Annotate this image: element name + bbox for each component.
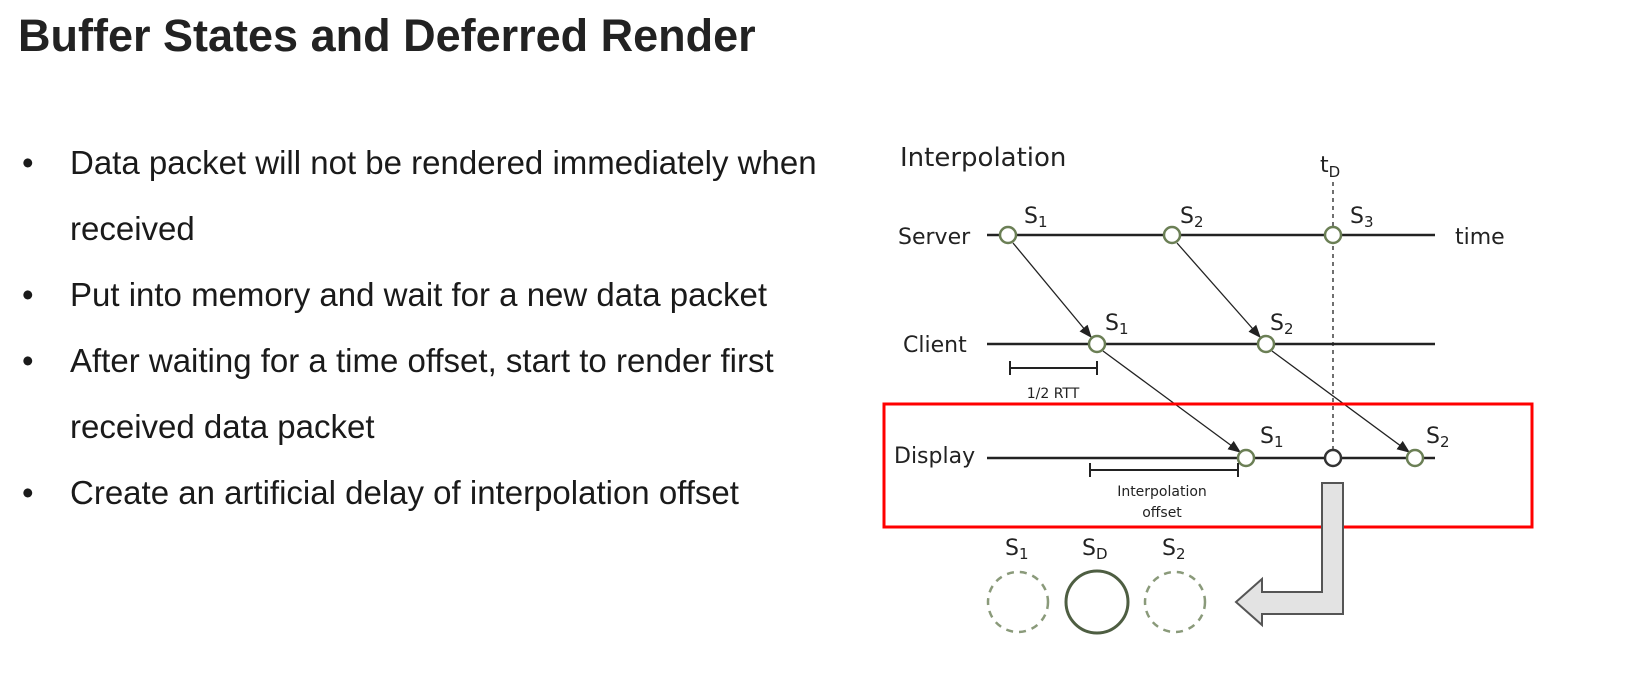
label-client-s2: S2 [1270,311,1294,338]
sd-circle [1064,569,1130,635]
client-node-s2 [1256,334,1276,354]
label-client-s1: S1 [1105,311,1129,338]
label-bottom-s1: S1 [1005,536,1029,563]
label-server-s2: S2 [1180,204,1204,231]
arrow-s1-server-client [1012,242,1092,339]
client-label: Client [903,333,967,358]
label-server-s1: S1 [1024,204,1048,231]
bullet-item: •Put into memory and wait for a new data… [22,276,768,313]
td-label: tD [1320,153,1340,181]
label-bottom-s2: S2 [1162,536,1186,563]
rtt-bracket [1009,361,1098,375]
display-node-s1 [1236,448,1256,468]
label-server-s3: S3 [1350,204,1374,231]
time-label: time [1455,225,1505,250]
slide-title: Buffer States and Deferred Render [18,10,756,61]
display-node-td [1323,448,1343,468]
display-label: Display [894,444,975,469]
arrow-s1-client-display [1102,350,1242,453]
l-shaped-arrow [1234,482,1344,628]
highlight-box [882,402,1534,529]
bullet-list: •Data packet will not be rendered immedi… [0,130,870,526]
offset-bracket [1089,463,1239,477]
server-label: Server [898,225,971,250]
label-bottom-sd: SD [1082,536,1108,563]
arrow-s2-client-display [1271,350,1411,453]
arrow-s2-server-client [1176,242,1261,338]
label-display-s2: S2 [1426,424,1450,451]
bullet-item: •Data packet will not be rendered immedi… [22,144,817,247]
diagram-title: Interpolation [900,143,1066,173]
offset-label-2: offset [1142,505,1182,521]
server-node-s1 [998,225,1018,245]
bullet-item: •Create an artificial delay of interpola… [22,474,739,511]
s2-dashed-circle [1143,570,1207,634]
bullet-item: •After waiting for a time offset, start … [22,342,774,445]
label-display-s1: S1 [1260,424,1284,451]
server-node-s3 [1323,225,1343,245]
display-node-s2 [1405,448,1425,468]
client-node-s1 [1087,334,1107,354]
server-node-s2 [1162,225,1182,245]
offset-label-1: Interpolation [1117,484,1207,500]
rtt-label: 1/2 RTT [1027,386,1080,402]
s1-dashed-circle [986,570,1050,634]
